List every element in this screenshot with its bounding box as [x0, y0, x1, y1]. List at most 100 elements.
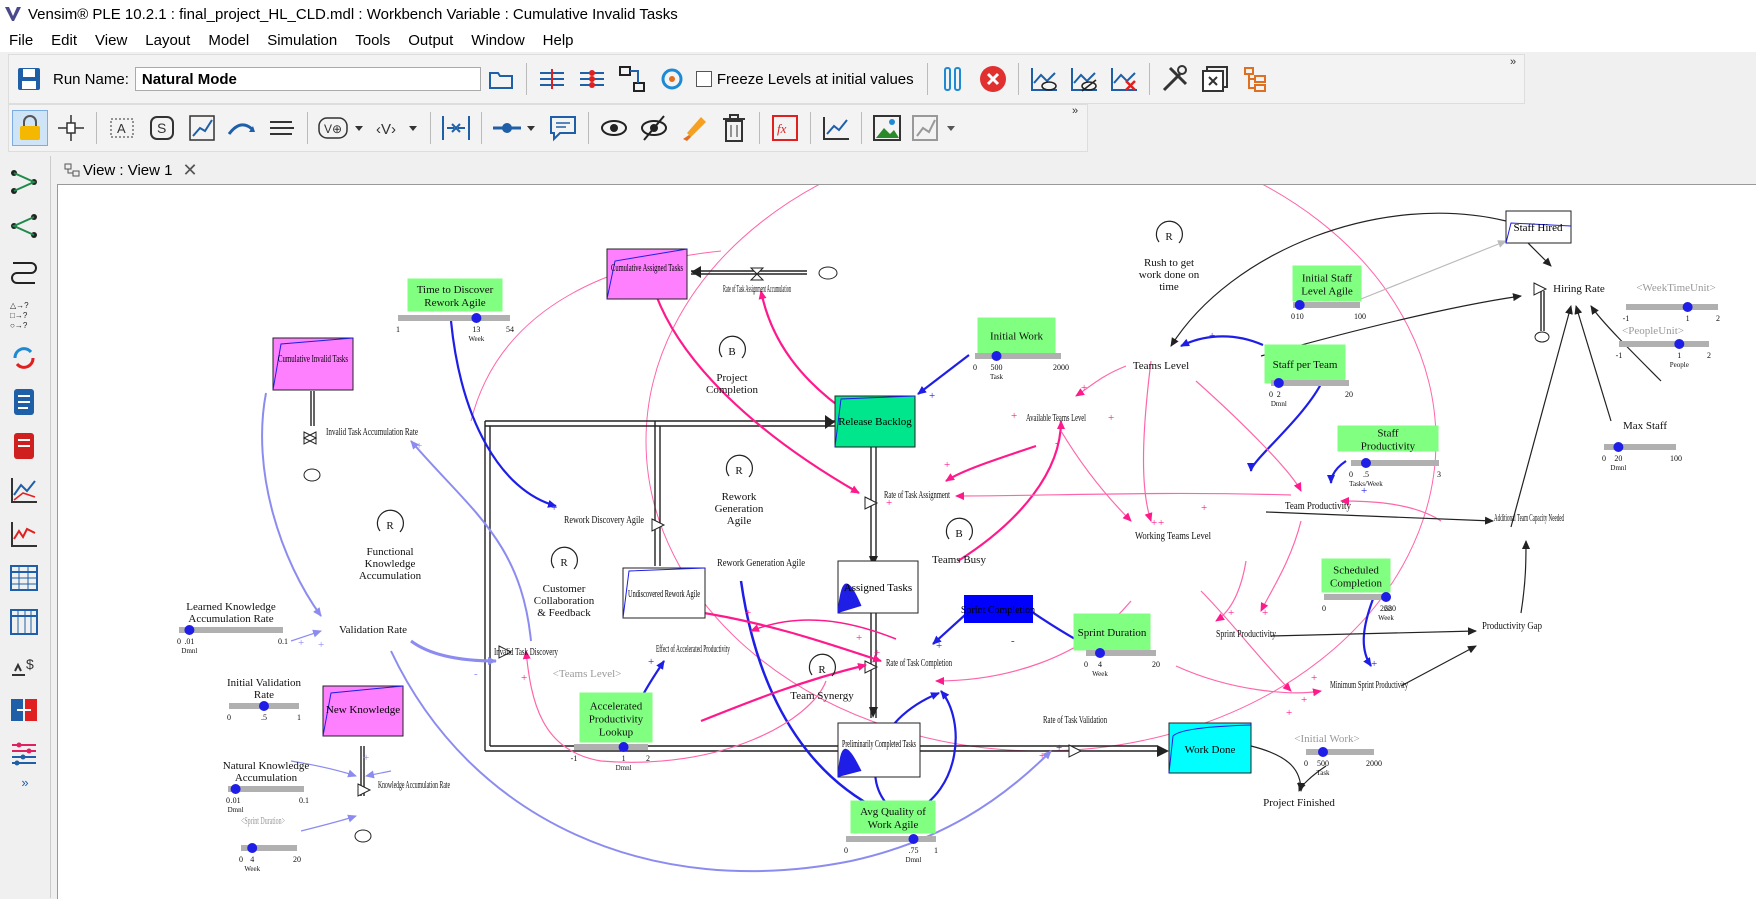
slider-thumb[interactable] — [1294, 300, 1305, 310]
doc-red-button[interactable] — [6, 428, 42, 464]
slider-thumb[interactable] — [618, 742, 629, 752]
var-teams-level[interactable]: Teams Level — [1133, 360, 1189, 372]
move-button[interactable] — [54, 111, 88, 145]
slider-track[interactable] — [975, 353, 1061, 359]
show-button[interactable] — [597, 111, 631, 145]
shadow-people-unit[interactable]: <PeopleUnit> — [1622, 325, 1684, 337]
synthesim-button[interactable] — [575, 62, 609, 96]
stock-cumulative-invalid-tasks[interactable]: Cumulative Invalid Tasks — [272, 337, 354, 391]
loops-button[interactable] — [6, 252, 42, 288]
menu-model[interactable]: Model — [208, 31, 250, 49]
slider-track[interactable] — [574, 744, 648, 750]
menu-edit[interactable]: Edit — [51, 31, 78, 49]
slider-track[interactable] — [1351, 460, 1439, 466]
equation-button[interactable]: fx — [768, 111, 802, 145]
var-max-staff[interactable]: Max Staff — [1623, 420, 1667, 432]
arrow-tool-button[interactable] — [225, 111, 259, 145]
variable-tool-button[interactable]: A — [105, 111, 139, 145]
slider-thumb[interactable] — [1318, 747, 1328, 757]
slider-track[interactable] — [1271, 380, 1349, 386]
highlight-button[interactable] — [677, 111, 711, 145]
slider-thumb[interactable] — [1381, 592, 1392, 602]
runs-compare-button[interactable]: $ — [6, 648, 42, 684]
close-view-button[interactable] — [1198, 62, 1232, 96]
slider-track[interactable] — [1324, 594, 1390, 600]
shadow-week-time-unit[interactable]: <WeekTimeUnit> — [1636, 282, 1716, 294]
image-button[interactable] — [870, 111, 904, 145]
slider-track[interactable] — [398, 315, 510, 321]
shadow-initial-work[interactable]: <Initial Work> — [1294, 733, 1359, 745]
var-sprint-productivity[interactable]: Sprint Productivity — [1216, 628, 1276, 640]
add-variable-button[interactable]: V⊕ — [316, 111, 366, 145]
slider-thumb[interactable] — [991, 351, 1002, 361]
flow-rate-assignment-accumulation[interactable]: Rate of Task Assignment Accumulation — [723, 283, 791, 295]
table-button[interactable] — [6, 560, 42, 596]
var-additional-capacity[interactable]: Additional Team Capacity Needed — [1494, 512, 1564, 524]
slider-thumb[interactable] — [908, 834, 919, 844]
pause-button[interactable] — [936, 62, 970, 96]
slider-thumb[interactable] — [471, 313, 482, 323]
var-working-teams[interactable]: Working Teams Level — [1135, 530, 1211, 542]
lock-button[interactable] — [12, 110, 48, 146]
slider-track[interactable] — [241, 845, 297, 851]
var-team-productivity[interactable]: Team Productivity — [1285, 500, 1351, 512]
var-project-finished[interactable]: Project Finished — [1263, 797, 1335, 809]
flow-rework-discovery[interactable]: Rework Discovery Agile — [564, 514, 644, 526]
slider-thumb[interactable] — [1273, 378, 1284, 388]
flow-rework-generation[interactable]: Rework Generation Agile — [717, 557, 805, 569]
menu-view[interactable]: View — [95, 31, 128, 49]
graph-strip-button[interactable] — [6, 472, 42, 508]
menu-layout[interactable]: Layout — [145, 31, 191, 49]
menu-tools[interactable]: Tools — [355, 31, 391, 49]
hide-button[interactable] — [637, 111, 671, 145]
show-graph-button[interactable] — [1027, 62, 1061, 96]
slider-thumb[interactable] — [184, 625, 195, 635]
slider-thumb[interactable] — [1682, 302, 1693, 312]
slider-thumb[interactable] — [259, 701, 269, 711]
var-effect-accelerated[interactable]: Effect of Accelerated Productivity — [656, 643, 730, 655]
stock-cumulative-assigned-tasks[interactable]: Cumulative Assigned Tasks — [606, 248, 688, 300]
stock-staff-hired[interactable]: Staff Hired — [1505, 210, 1572, 244]
slider-thumb[interactable] — [1613, 442, 1624, 452]
stock-work-done[interactable]: Work Done — [1168, 722, 1252, 774]
model-canvas[interactable]: ++++ +-+- ++++ ++++ ++++ +++- ++++ + +-+… — [57, 184, 1756, 899]
menu-help[interactable]: Help — [542, 31, 574, 49]
delete-button[interactable] — [717, 111, 751, 145]
stock-preliminarily-completed[interactable]: Preliminarily Completed Tasks — [837, 722, 921, 778]
slider-thumb[interactable] — [1674, 339, 1685, 349]
flow-rate-task-completion[interactable]: Rate of Task Completion — [886, 657, 952, 669]
var-productivity-gap[interactable]: Productivity Gap — [1482, 620, 1542, 632]
slider-track[interactable] — [1306, 749, 1374, 755]
slider-thumb[interactable] — [230, 784, 241, 794]
var-available-teams[interactable]: Available Teams Level — [1026, 412, 1086, 424]
tree-button[interactable] — [1238, 62, 1272, 96]
tab-view-1[interactable]: View : View 1 ✕ — [58, 156, 204, 184]
graph-tool-button[interactable] — [185, 111, 219, 145]
flow-knowledge-accumulation[interactable]: Knowledge Accumulation Rate — [378, 779, 450, 791]
slider-track[interactable] — [179, 627, 283, 633]
flow-rate-task-assignment[interactable]: Rate of Task Assignment — [884, 489, 950, 501]
flow-invalid-discovery[interactable]: Invalid Task Discovery — [494, 646, 558, 658]
flow-rate-task-validation[interactable]: Rate of Task Validation — [1043, 714, 1107, 726]
causal-loop-button[interactable] — [6, 340, 42, 376]
stock-release-backlog[interactable]: Release Backlog — [834, 395, 916, 448]
document-button[interactable]: △→?□→?○→? — [6, 296, 42, 332]
slider-thumb[interactable] — [1360, 458, 1371, 468]
comment-button[interactable] — [546, 111, 580, 145]
